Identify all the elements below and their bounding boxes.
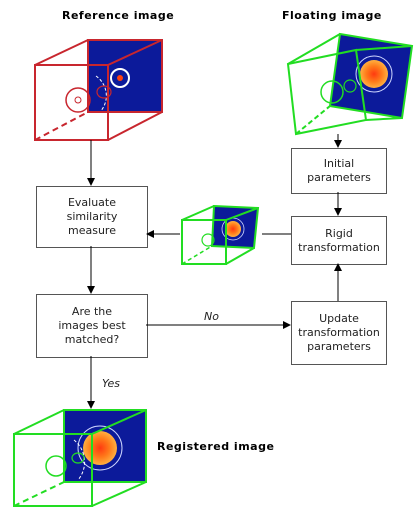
- registered-image-cube: [13, 409, 147, 507]
- best-matched-box: Are the images best matched?: [36, 294, 148, 358]
- reference-ring: [110, 68, 130, 88]
- rigid-transformation-label: Rigid transformation: [298, 226, 380, 254]
- initial-parameters-box: Initial parameters: [291, 148, 387, 194]
- initial-parameters-label: Initial parameters: [307, 157, 371, 184]
- reference-image-title: Reference image: [62, 9, 175, 22]
- reference-dot: [117, 75, 123, 81]
- update-parameters-label: Update transformation parameters: [298, 312, 380, 353]
- best-matched-label: Are the images best matched?: [58, 305, 126, 346]
- evaluate-similarity-label: Evaluate similarity measure: [66, 196, 118, 237]
- floating-image-title: Floating image: [282, 9, 382, 22]
- update-parameters-box: Update transformation parameters: [291, 301, 387, 365]
- yes-edge-label: Yes: [102, 377, 121, 390]
- rigid-transformation-box: Rigid transformation: [291, 216, 387, 265]
- no-edge-label: No: [204, 310, 219, 323]
- reference-blue-panel: [88, 40, 162, 112]
- transformed-image-cube: [181, 204, 260, 265]
- flow-arrows: [87, 134, 342, 409]
- evaluate-similarity-box: Evaluate similarity measure: [36, 186, 148, 248]
- registered-image-title: Registered image: [157, 440, 275, 453]
- reference-image-cube: [34, 39, 163, 141]
- floating-image-cube: [286, 32, 414, 136]
